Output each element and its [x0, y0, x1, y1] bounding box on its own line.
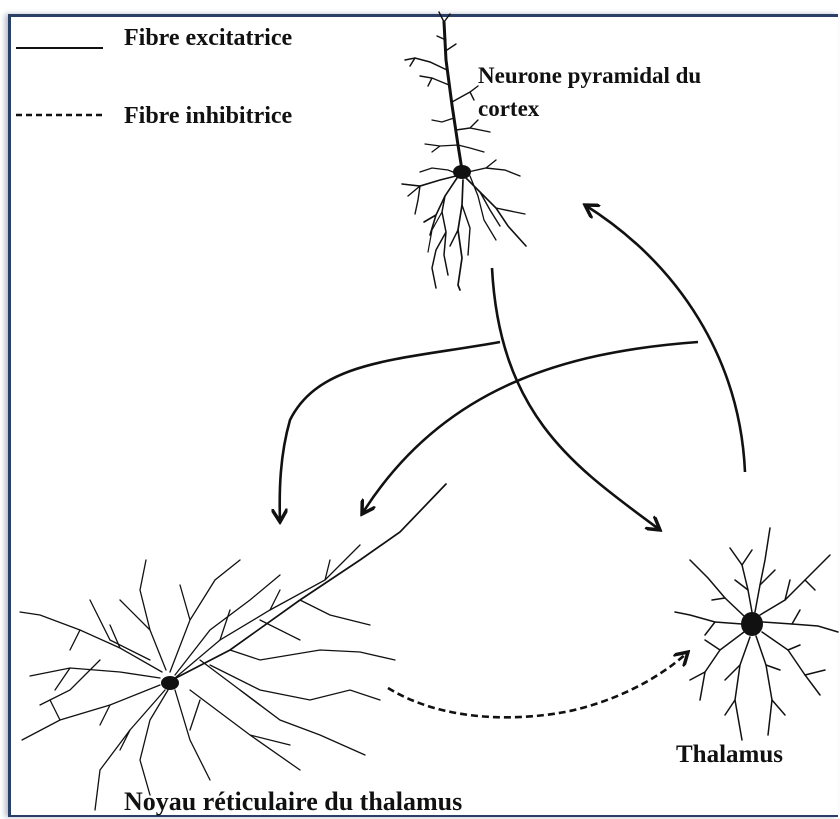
reticular-nucleus-label: Noyau réticulaire du thalamus — [124, 789, 462, 815]
legend-inhibitory-label: Fibre inhibitrice — [124, 104, 292, 128]
fiber-thalamus-to-reticular — [362, 342, 698, 514]
pyramidal-neuron — [402, 12, 526, 290]
cortex-label-line1: Neurone pyramidal du — [478, 64, 701, 87]
cortex-label-line2: cortex — [478, 97, 539, 120]
thalamic-neuron — [675, 528, 838, 740]
fiber-cortex-to-reticular — [280, 342, 500, 522]
thalamus-label: Thalamus — [676, 742, 783, 767]
fiber-reticular-to-thalamus — [388, 652, 688, 717]
reticular-neuron — [20, 484, 446, 810]
legend-excitatory-label: Fibre excitatrice — [124, 26, 292, 50]
fiber-thalamus-to-cortex — [585, 205, 745, 472]
fiber-cortex-to-thalamus — [492, 268, 660, 530]
